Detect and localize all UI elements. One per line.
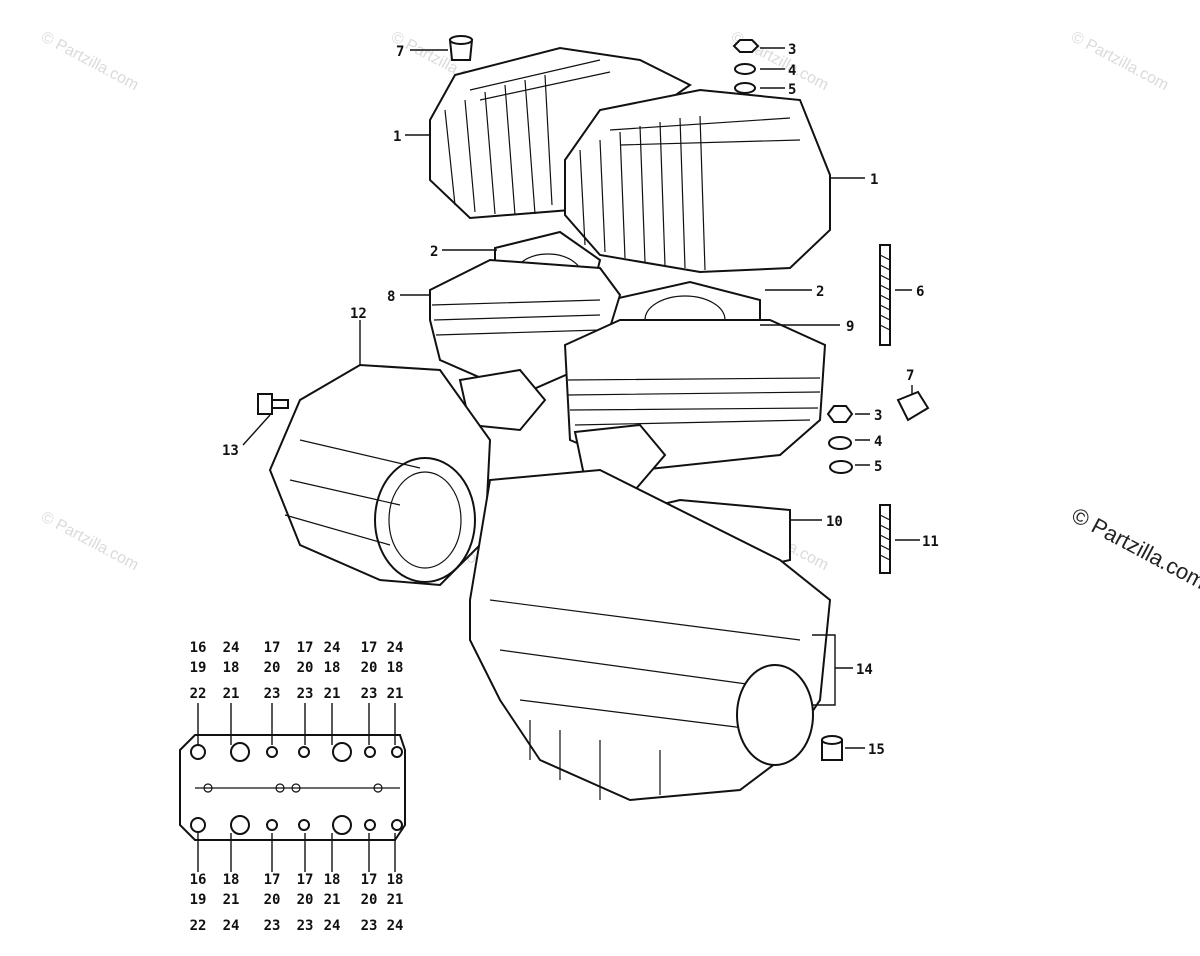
callout-7: 7 [906, 368, 914, 384]
chart-top-number: 24 [223, 640, 240, 656]
chart-bottom-number: 23 [264, 918, 281, 934]
chart-top-number: 20 [361, 660, 378, 676]
callout-3: 3 [874, 408, 882, 424]
callout-13: 13 [222, 443, 239, 459]
chart-top-number: 23 [297, 686, 314, 702]
chart-bottom-number: 16 [190, 872, 207, 888]
callout-4: 4 [788, 63, 796, 79]
callout-7: 7 [396, 44, 404, 60]
bolt [257, 393, 289, 415]
callout-5: 5 [874, 459, 882, 475]
chart-bottom-number: 21 [387, 892, 404, 908]
crankcase [469, 468, 832, 802]
chart-top-number: 24 [387, 640, 404, 656]
chart-bottom-number: 21 [223, 892, 240, 908]
chart-bottom-number: 17 [264, 872, 281, 888]
callout-9: 9 [846, 319, 854, 335]
chart-top-number: 17 [297, 640, 314, 656]
callout-8: 8 [387, 289, 395, 305]
chart-bottom-number: 24 [387, 918, 404, 934]
watermark: © Partzilla.com [1068, 29, 1171, 95]
callout-3: 3 [788, 42, 796, 58]
chart-bottom-number: 23 [361, 918, 378, 934]
chart-top-number: 24 [324, 640, 341, 656]
rubber-cap-top [448, 35, 474, 61]
dowel-sleeve [821, 735, 843, 761]
chart-top-number: 21 [223, 686, 240, 702]
callout-4: 4 [874, 434, 882, 450]
chart-top-number: 21 [324, 686, 341, 702]
callout-12: 12 [350, 306, 367, 322]
chart-top-number: 23 [264, 686, 281, 702]
chart-top-number: 17 [361, 640, 378, 656]
chart-bottom-number: 23 [297, 918, 314, 934]
callout-15: 15 [868, 742, 885, 758]
callout-1: 1 [393, 129, 401, 145]
chart-top-number: 20 [297, 660, 314, 676]
chart-bottom-number: 18 [223, 872, 240, 888]
stud-upper [879, 244, 891, 346]
chart-bottom-number: 20 [264, 892, 281, 908]
stud-lower [879, 504, 891, 574]
chart-top-number: 21 [387, 686, 404, 702]
chart-bottom-number: 17 [297, 872, 314, 888]
chart-top-number: 18 [223, 660, 240, 676]
chart-bottom-number: 21 [324, 892, 341, 908]
chart-bottom-number: 24 [324, 918, 341, 934]
chart-bottom-number: 18 [387, 872, 404, 888]
chart-top-number: 18 [324, 660, 341, 676]
cylinder-right [563, 319, 827, 492]
leader-lines [242, 47, 920, 749]
watermark: © Partzilla.com [1068, 502, 1200, 594]
chart-bottom-number: 17 [361, 872, 378, 888]
callout-10: 10 [826, 514, 843, 530]
chart-top-number: 22 [190, 686, 207, 702]
hardware-stack-top [732, 39, 760, 94]
chart-bottom-number: 22 [190, 918, 207, 934]
chart-top-number: 23 [361, 686, 378, 702]
chart-top-number: 19 [190, 660, 207, 676]
chart-bottom-number: 18 [324, 872, 341, 888]
callout-5: 5 [788, 82, 796, 98]
watermark: © Partzilla.com [38, 29, 141, 95]
chart-bottom-number: 19 [190, 892, 207, 908]
callout-11: 11 [922, 534, 939, 550]
chart-bottom-number: 20 [297, 892, 314, 908]
fan-housing [268, 363, 492, 587]
chart-top-number: 20 [264, 660, 281, 676]
crankcase-bolt-chart: 16 19 22 24 18 21 17 20 23 17 20 23 24 18 21 17 20 23 24 18… [179, 640, 406, 934]
callout-6: 6 [916, 284, 924, 300]
chart-top-number: 18 [387, 660, 404, 676]
callout-labels: 7 3 4 5 1 1 2 2 8 9 6 12 7 3 4 5 13 10 1… [222, 42, 939, 758]
cylinder-head-left [429, 46, 692, 220]
hardware-stack-right [826, 405, 854, 474]
chart-top-number: 16 [190, 640, 207, 656]
callout-14: 14 [856, 662, 873, 678]
chart-bottom-number: 24 [223, 918, 240, 934]
cap-right [896, 390, 930, 422]
callout-1: 1 [870, 172, 878, 188]
chart-bottom-number: 20 [361, 892, 378, 908]
callout-2: 2 [816, 284, 824, 300]
chart-top-number: 17 [264, 640, 281, 656]
callout-2: 2 [430, 244, 438, 260]
watermark: © Partzilla.com [38, 509, 141, 575]
cylinder-head-right [564, 88, 831, 274]
